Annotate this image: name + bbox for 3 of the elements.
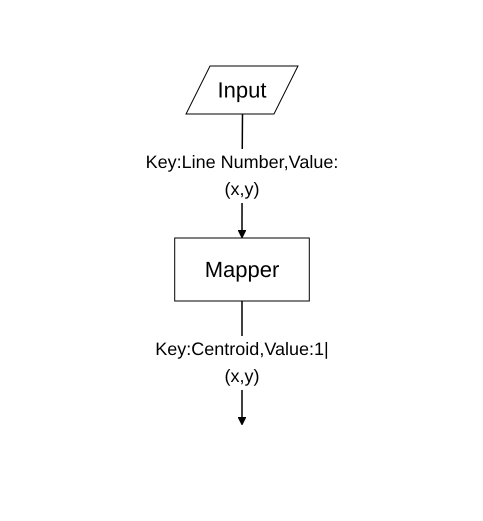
node-box: Mapper — [174, 238, 310, 302]
edge-label: Key:Centroid,Value:1|(x,y) — [154, 339, 328, 386]
edge-label: Key:Line Number,Value:(x,y) — [145, 152, 338, 199]
